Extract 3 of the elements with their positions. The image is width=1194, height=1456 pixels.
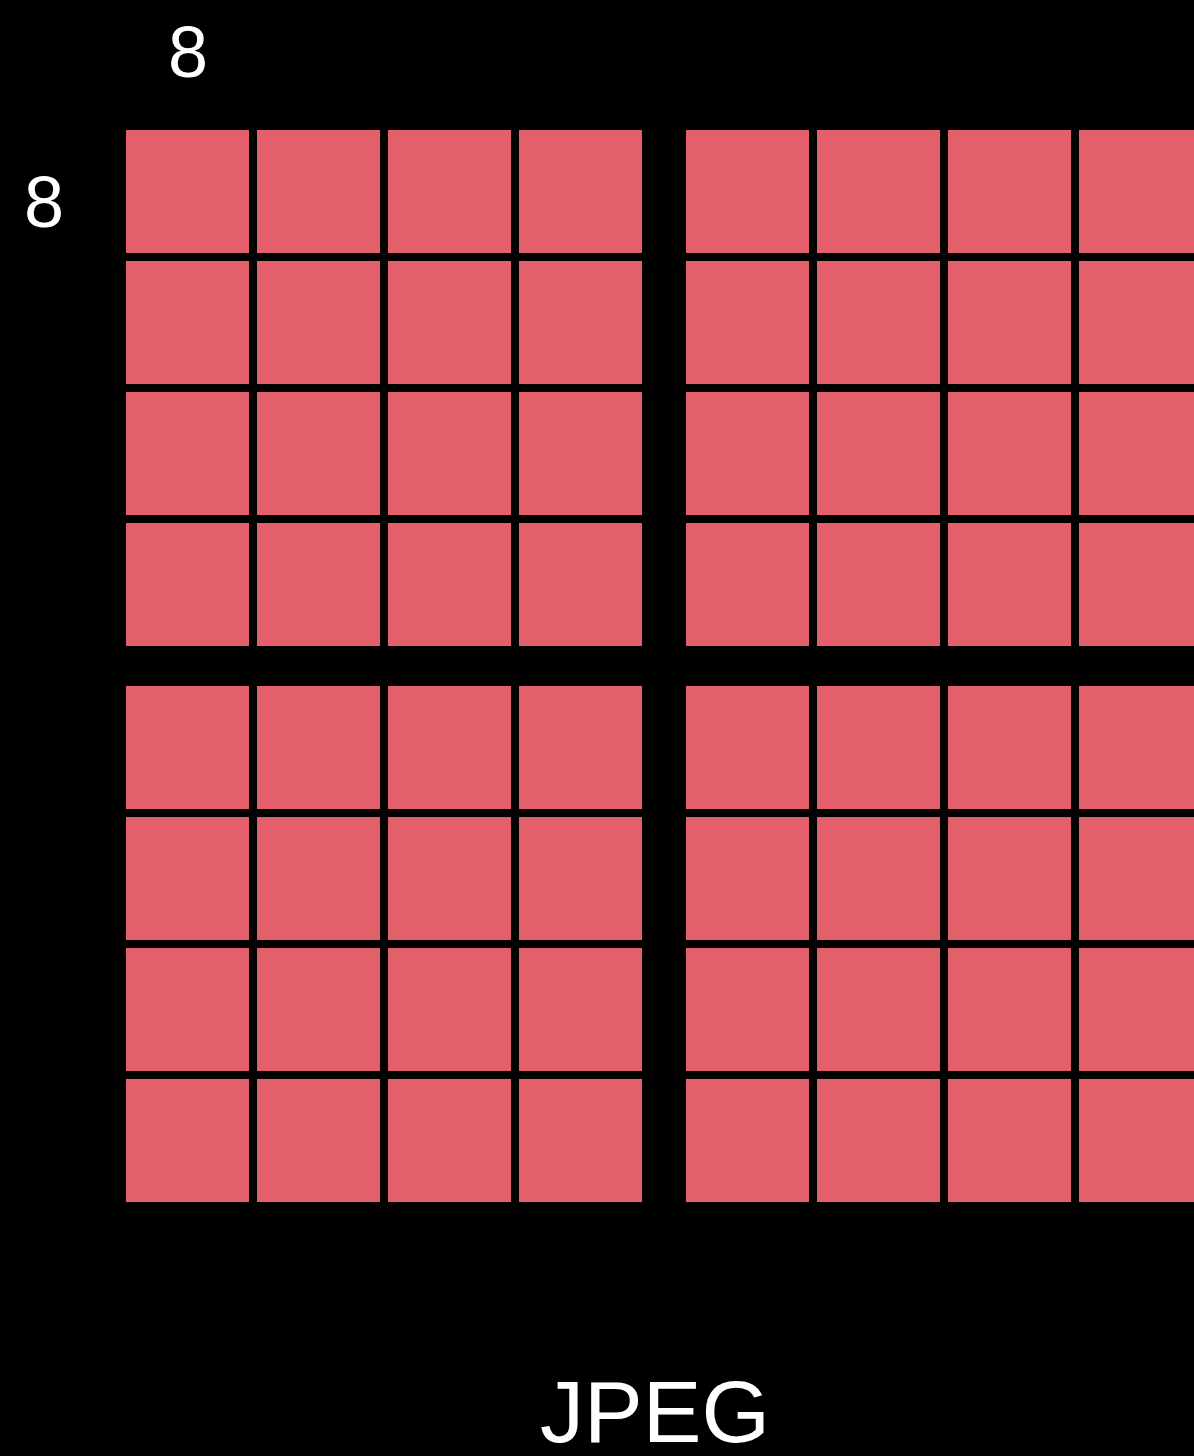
height-label: 8	[24, 166, 65, 238]
format-label: JPEG	[540, 1368, 770, 1456]
width-label: 8	[168, 16, 209, 88]
